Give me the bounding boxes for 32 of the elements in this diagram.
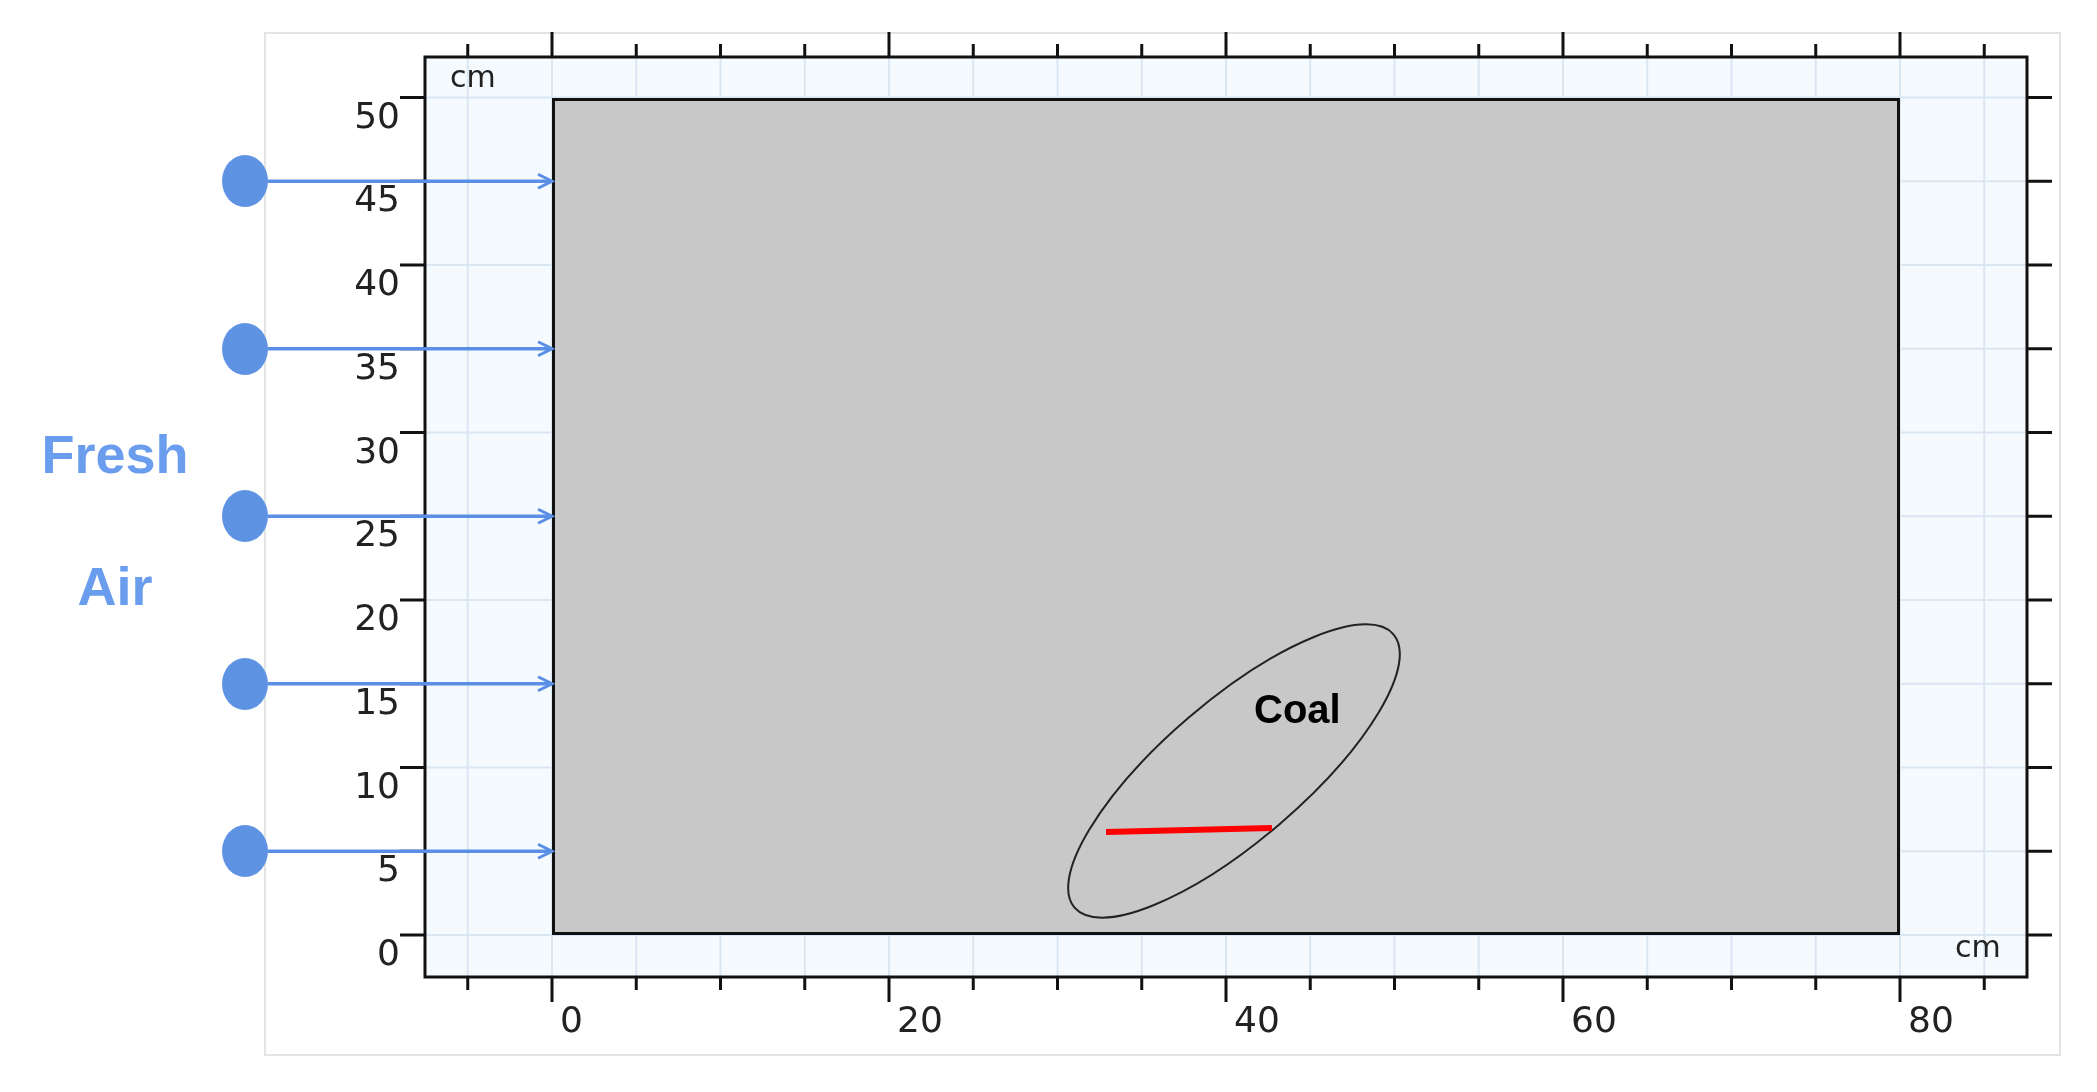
inlet-dot — [222, 825, 268, 878]
flow-arrow — [268, 842, 554, 860]
axis-tick-label: 60 — [1571, 1000, 1617, 1040]
inflow-label: Fresh Air — [40, 423, 190, 618]
region-label: Coal — [1254, 686, 1341, 732]
unit-label: cm — [1955, 930, 2001, 964]
flow-arrow — [268, 172, 554, 190]
axis-tick-label: 40 — [354, 263, 400, 303]
inlet-dot — [222, 322, 268, 375]
axis-tick-label: 80 — [1908, 1000, 1954, 1040]
flow-arrow — [268, 675, 554, 693]
axis-tick-label: 0 — [560, 1000, 583, 1040]
unit-label: cm — [450, 60, 496, 94]
axis-tick-label: 0 — [377, 933, 400, 973]
axis-tick-label: 20 — [354, 598, 400, 638]
flow-arrow — [268, 507, 554, 525]
flow-arrow — [268, 340, 554, 358]
axis-tick-label: 40 — [1234, 1000, 1280, 1040]
inlet-dot — [222, 155, 268, 208]
axis-tick-label: 15 — [354, 681, 400, 722]
axis-tick-label: 10 — [354, 765, 400, 806]
axis-tick-label: 35 — [354, 346, 400, 387]
axis-tick-label: 20 — [897, 1000, 943, 1040]
axis-tick-label: 25 — [354, 514, 400, 555]
inlet-dot — [222, 657, 268, 710]
inlet-dot — [222, 490, 268, 543]
axis-tick-label: 5 — [377, 849, 400, 890]
axis-tick-label: 30 — [354, 430, 400, 471]
axis-tick-label: 50 — [354, 95, 400, 136]
domain-rectangle — [552, 97, 1900, 935]
axis-tick-label: 45 — [354, 179, 400, 220]
line-segment — [1105, 824, 1273, 836]
